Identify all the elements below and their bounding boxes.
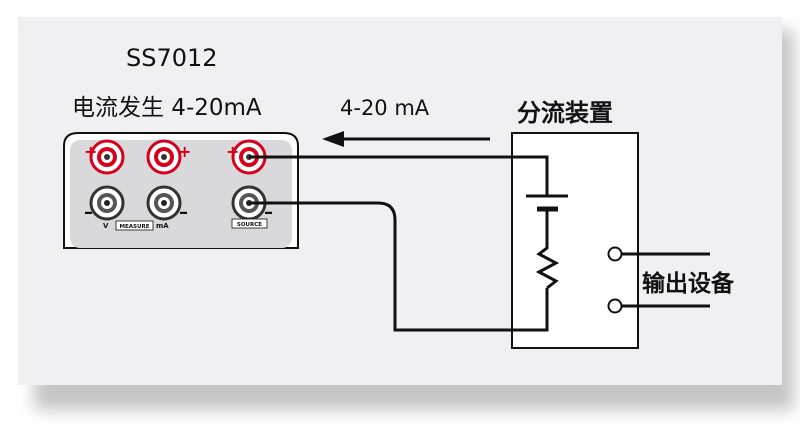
source-label: SOURCE: [237, 222, 262, 228]
plus-mark-2: +: [178, 142, 191, 161]
terminal-measure-v-minus: [89, 185, 125, 221]
wire-source-plus: [249, 155, 549, 195]
device-model: SS7012: [126, 44, 218, 72]
volt-label: V: [103, 222, 109, 230]
resistor-symbol: [535, 240, 560, 290]
output-device-label: 输出设备: [642, 271, 734, 297]
shunt-label: 分流装置: [517, 99, 613, 127]
wire-source-minus: [249, 201, 549, 332]
source-label-box: [231, 218, 268, 229]
output-terminal-1: [607, 246, 623, 262]
plus-mark-3: +: [226, 142, 239, 161]
terminal-measure-ma-minus: [146, 185, 182, 221]
minus-mark-3: –: [264, 202, 273, 223]
measure-label-box: [115, 220, 154, 231]
plus-mark-1: +: [84, 142, 97, 161]
minus-mark-1: –: [84, 202, 93, 223]
minus-mark-2: –: [179, 202, 188, 223]
ma-label: mA: [156, 222, 169, 230]
current-arrow: [322, 131, 490, 147]
terminal-measure-v-plus: [89, 139, 125, 175]
terminal-measure-ma-plus: [146, 139, 182, 175]
device-subtitle: 电流发生 4-20mA: [72, 95, 262, 121]
battery-symbol: [526, 194, 568, 240]
measure-label: MEASURE: [120, 224, 150, 230]
current-label: 4-20 mA: [340, 96, 430, 120]
output-terminal-2: [607, 298, 623, 314]
shunt-box: [511, 132, 639, 349]
